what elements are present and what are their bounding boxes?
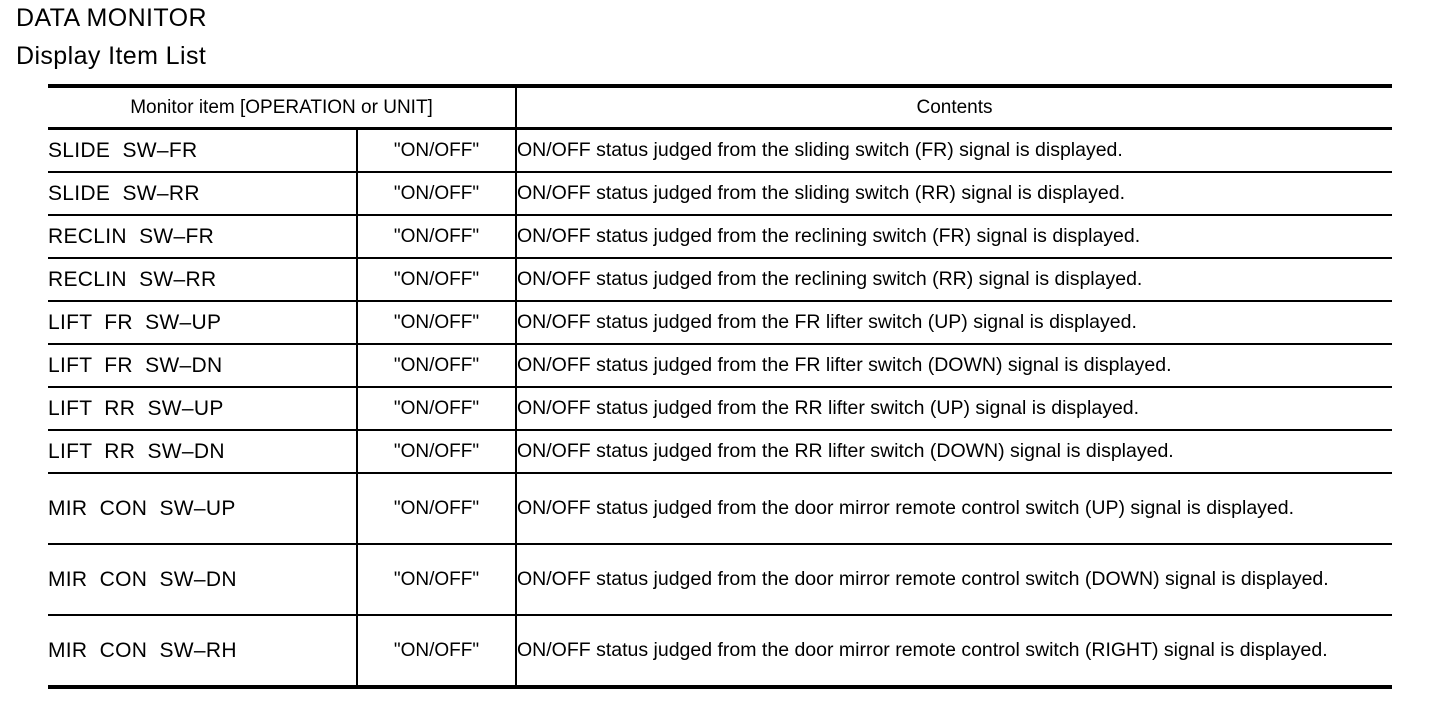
column-header-monitor-item: Monitor item [OPERATION or UNIT] [48,84,518,130]
cell-contents-description: ON/OFF status judged from the RR lifter … [516,387,1393,431]
table-row: MIR CON SW–DN"ON/OFF"ON/OFF status judge… [48,544,1393,616]
cell-contents-description: ON/OFF status judged from the reclining … [516,215,1393,259]
column-header-contents: Contents [516,84,1393,130]
table-row: SLIDE SW–FR"ON/OFF"ON/OFF status judged … [48,128,1393,173]
cell-unit-value: "ON/OFF" [357,544,518,616]
cell-monitor-item: LIFT RR SW–UP [48,387,358,431]
cell-monitor-item: LIFT RR SW–DN [48,430,358,474]
document-titles: DATA MONITOR Display Item List [16,0,207,72]
table-row: LIFT FR SW–UP"ON/OFF"ON/OFF status judge… [48,301,1393,345]
cell-unit-value: "ON/OFF" [357,344,518,388]
cell-unit-value: "ON/OFF" [357,387,518,431]
cell-contents-description: ON/OFF status judged from the FR lifter … [516,301,1393,345]
cell-contents-description: ON/OFF status judged from the door mirro… [516,544,1393,616]
cell-monitor-item: RECLIN SW–RR [48,258,358,302]
cell-monitor-item: SLIDE SW–FR [48,128,358,173]
cell-unit-value: "ON/OFF" [357,430,518,474]
cell-contents-description: ON/OFF status judged from the FR lifter … [516,344,1393,388]
page-subtitle: Display Item List [16,42,207,70]
cell-monitor-item: RECLIN SW–FR [48,215,358,259]
cell-unit-value: "ON/OFF" [357,172,518,216]
cell-monitor-item: MIR CON SW–DN [48,544,358,616]
table-row: SLIDE SW–RR"ON/OFF"ON/OFF status judged … [48,172,1393,216]
table-row: LIFT FR SW–DN"ON/OFF"ON/OFF status judge… [48,344,1393,388]
cell-unit-value: "ON/OFF" [357,215,518,259]
cell-contents-description: ON/OFF status judged from the reclining … [516,258,1393,302]
cell-contents-description: ON/OFF status judged from the sliding sw… [516,128,1393,173]
page-title: DATA MONITOR [16,4,207,32]
table-row: RECLIN SW–FR"ON/OFF"ON/OFF status judged… [48,215,1393,259]
cell-monitor-item: MIR CON SW–UP [48,473,358,545]
cell-contents-description: ON/OFF status judged from the door mirro… [516,473,1393,545]
table-row: RECLIN SW–RR"ON/OFF"ON/OFF status judged… [48,258,1393,302]
table-row: MIR CON SW–RH"ON/OFF"ON/OFF status judge… [48,615,1393,689]
cell-monitor-item: SLIDE SW–RR [48,172,358,216]
table-row: LIFT RR SW–UP"ON/OFF"ON/OFF status judge… [48,387,1393,431]
table-body: SLIDE SW–FR"ON/OFF"ON/OFF status judged … [48,128,1393,689]
table-row: MIR CON SW–UP"ON/OFF"ON/OFF status judge… [48,473,1393,545]
cell-unit-value: "ON/OFF" [357,615,518,689]
cell-unit-value: "ON/OFF" [357,128,518,173]
cell-monitor-item: MIR CON SW–RH [48,615,358,689]
cell-unit-value: "ON/OFF" [357,258,518,302]
cell-contents-description: ON/OFF status judged from the RR lifter … [516,430,1393,474]
cell-contents-description: ON/OFF status judged from the door mirro… [516,615,1393,689]
cell-monitor-item: LIFT FR SW–UP [48,301,358,345]
cell-unit-value: "ON/OFF" [357,301,518,345]
table-row: LIFT RR SW–DN"ON/OFF"ON/OFF status judge… [48,430,1393,474]
table-header: Monitor item [OPERATION or UNIT] Content… [48,84,1393,130]
table-header-row: Monitor item [OPERATION or UNIT] Content… [48,84,1393,130]
display-item-table-wrapper: Monitor item [OPERATION or UNIT] Content… [48,84,1393,689]
display-item-list-table: Monitor item [OPERATION or UNIT] Content… [48,84,1393,689]
cell-unit-value: "ON/OFF" [357,473,518,545]
cell-contents-description: ON/OFF status judged from the sliding sw… [516,172,1393,216]
cell-monitor-item: LIFT FR SW–DN [48,344,358,388]
